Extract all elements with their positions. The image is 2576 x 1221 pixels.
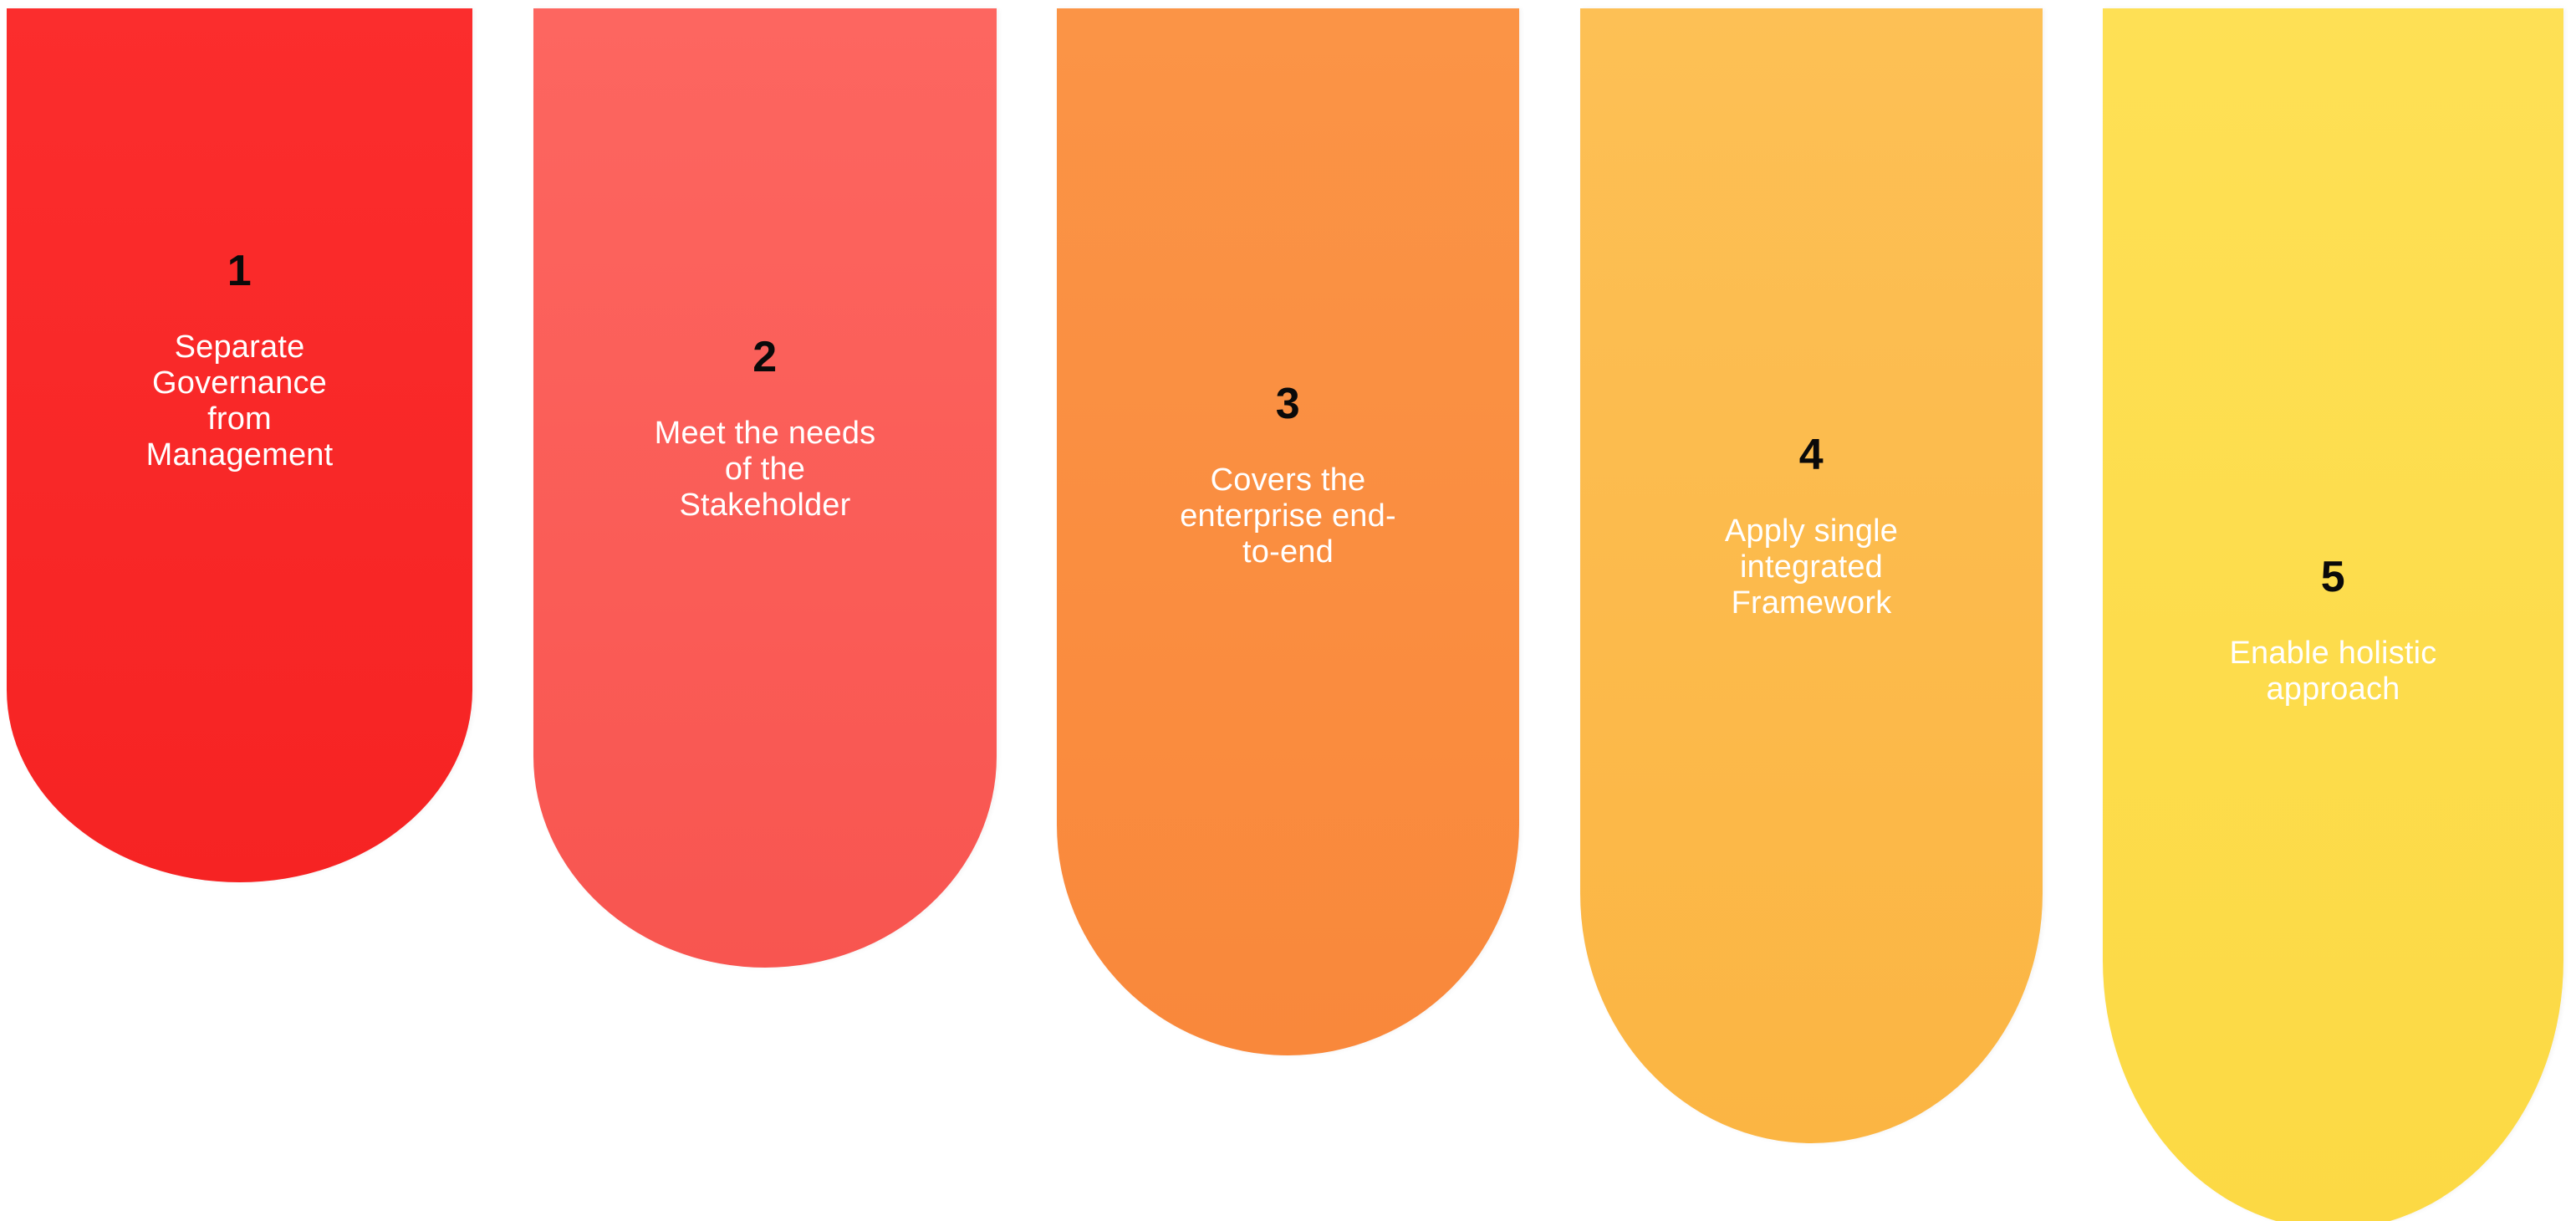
principle-label-1: Separate Governance from Management (145, 330, 334, 473)
principle-number-4: 4 (1798, 431, 1824, 479)
principle-label-4: Apply single integrated Framework (1724, 513, 1899, 621)
principle-number-5: 5 (2320, 553, 2346, 601)
principle-label-3: Covers the enterprise end- to-end (1180, 462, 1396, 570)
principle-label-5: Enable holistic approach (2229, 636, 2437, 707)
principle-number-1: 1 (227, 247, 252, 295)
principle-label-2: Meet the needs of the Stakeholder (654, 416, 876, 523)
principle-number-2: 2 (752, 333, 778, 381)
principle-number-3: 3 (1275, 380, 1301, 428)
